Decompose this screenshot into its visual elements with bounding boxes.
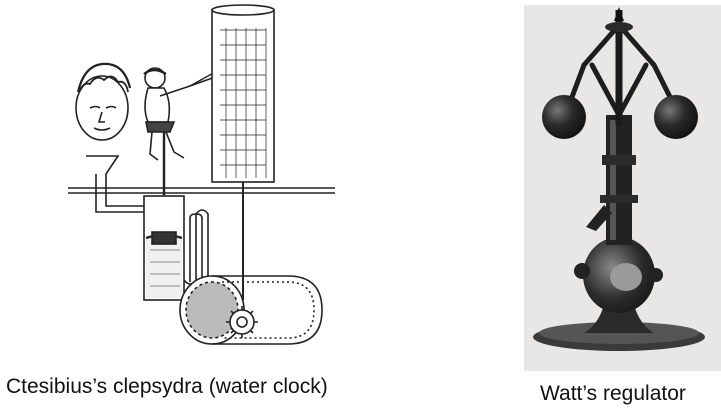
- caption-watt-regulator: Watt’s regulator: [540, 382, 686, 405]
- caption-clepsydra: Ctesibius’s clepsydra (water clock): [6, 375, 328, 398]
- funnel: [86, 155, 120, 198]
- head-sculpture: [75, 62, 132, 141]
- siphon-pipe: [183, 209, 209, 285]
- watt-regulator-photo: [524, 5, 721, 371]
- flyball-left: [542, 95, 586, 139]
- clepsydra-illustration: [68, 4, 335, 345]
- water-vessel: [143, 195, 185, 301]
- flyball-right: [654, 95, 698, 139]
- gear-drum: [179, 275, 323, 345]
- float-cylinder: [211, 4, 275, 300]
